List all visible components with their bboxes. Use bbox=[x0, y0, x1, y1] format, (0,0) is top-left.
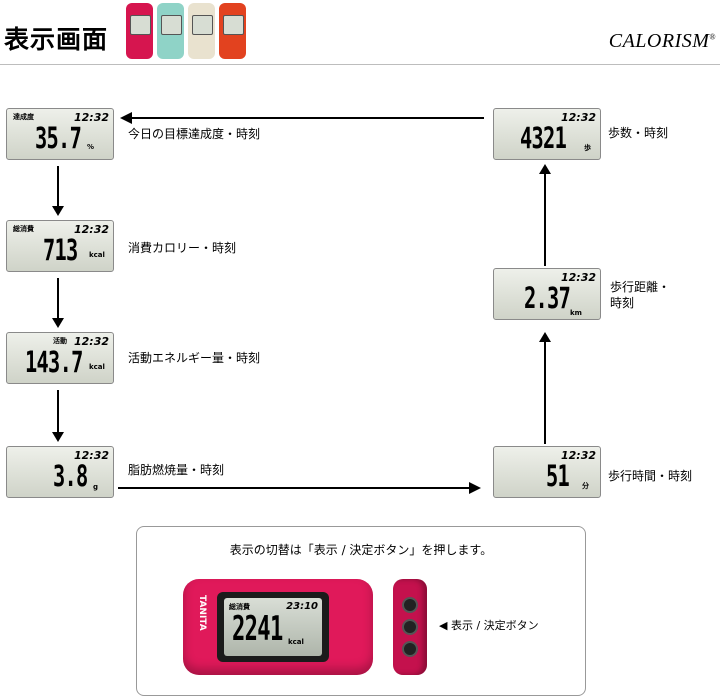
lcd-label: 総消費 bbox=[13, 225, 34, 233]
caption-total-calories: 消費カロリー・時刻 bbox=[128, 241, 237, 255]
caption-walking-time: 歩行時間・時刻 bbox=[608, 469, 693, 483]
switch-instruction: 表示の切替は「表示 / 決定ボタン」を押します。 bbox=[229, 543, 493, 557]
side-button-bottom[interactable] bbox=[402, 641, 418, 657]
device-thumbnail-cream bbox=[188, 3, 215, 59]
lcd-unit: kcal bbox=[89, 251, 105, 259]
lcd-time: 12:32 bbox=[73, 223, 109, 236]
arrow-up-icon bbox=[539, 332, 551, 342]
lcd-unit: 分 bbox=[582, 482, 589, 490]
device-screen-bezel: 総消費 23:10 2241 kcal bbox=[217, 592, 329, 662]
lcd-walking-distance: 12:32 2.37 km bbox=[493, 268, 601, 320]
device-front: TANITA 総消費 23:10 2241 kcal bbox=[183, 579, 373, 675]
lcd-steps: 12:32 4321 歩 bbox=[493, 108, 601, 160]
lcd-value: 3.8 bbox=[53, 459, 88, 493]
caption-steps: 歩数・時刻 bbox=[608, 126, 669, 140]
lcd-walking-time: 12:32 51 分 bbox=[493, 446, 601, 498]
lcd-value: 713 bbox=[43, 233, 78, 267]
caption-achievement: 今日の目標達成度・時刻 bbox=[128, 127, 261, 141]
lcd-label: 活動 bbox=[53, 337, 67, 345]
arrow-up-icon bbox=[539, 164, 551, 174]
device-lcd-unit: kcal bbox=[288, 638, 304, 646]
lcd-fat-burn: 12:32 3.8 g bbox=[6, 446, 114, 498]
arrow-right-icon bbox=[469, 482, 481, 494]
flow-arrow-down-2 bbox=[57, 278, 59, 320]
header-divider bbox=[0, 64, 720, 65]
flow-arrow-right bbox=[118, 487, 470, 489]
lcd-time: 12:32 bbox=[73, 449, 109, 462]
lcd-time: 12:32 bbox=[560, 271, 596, 284]
lcd-time: 12:32 bbox=[73, 111, 109, 124]
brand-logo: CALORISM® bbox=[608, 30, 716, 52]
flow-arrow-up-1 bbox=[544, 342, 546, 444]
lcd-unit: kcal bbox=[89, 363, 105, 371]
arrow-down-icon bbox=[52, 432, 64, 442]
display-enter-button[interactable] bbox=[402, 619, 418, 635]
caption-activity-energy: 活動エネルギー量・時刻 bbox=[128, 351, 261, 365]
button-label: ◀ 表示 / 決定ボタン bbox=[439, 619, 539, 632]
lcd-unit: % bbox=[87, 143, 95, 151]
arrow-down-icon bbox=[52, 318, 64, 328]
device-lcd: 総消費 23:10 2241 kcal bbox=[224, 598, 322, 656]
device-thumbnail-orange bbox=[219, 3, 246, 59]
side-button-top[interactable] bbox=[402, 597, 418, 613]
caption-walking-distance: 歩行距離・ 時刻 bbox=[610, 280, 671, 310]
device-thumbnail-mint bbox=[157, 3, 184, 59]
lcd-value: 4321 bbox=[520, 121, 567, 155]
lcd-unit: 歩 bbox=[584, 144, 591, 152]
lcd-unit: km bbox=[570, 309, 582, 317]
flow-arrow-down-1 bbox=[57, 166, 59, 208]
lcd-time: 12:32 bbox=[560, 449, 596, 462]
device-brand: TANITA bbox=[197, 595, 207, 631]
device-lcd-label: 総消費 bbox=[229, 603, 250, 611]
lcd-time: 12:32 bbox=[73, 335, 109, 348]
arrow-down-icon bbox=[52, 206, 64, 216]
lcd-value: 2.37 bbox=[524, 281, 571, 315]
flow-arrow-left bbox=[132, 117, 484, 119]
flow-arrow-down-3 bbox=[57, 390, 59, 434]
lcd-achievement: 達成度 12:32 35.7 % bbox=[6, 108, 114, 160]
lcd-label: 達成度 bbox=[13, 113, 34, 121]
caption-fat-burn: 脂肪燃焼量・時刻 bbox=[128, 463, 225, 477]
device-thumbnail-red bbox=[126, 3, 153, 59]
device-side bbox=[393, 579, 427, 675]
lcd-total-calories: 総消費 12:32 713 kcal bbox=[6, 220, 114, 272]
lcd-value: 143.7 bbox=[25, 345, 83, 379]
arrow-left-icon bbox=[120, 112, 132, 124]
lcd-activity-energy: 活動 12:32 143.7 kcal bbox=[6, 332, 114, 384]
device-lcd-time: 23:10 bbox=[286, 601, 318, 612]
lcd-value: 35.7 bbox=[35, 121, 82, 155]
lcd-time: 12:32 bbox=[560, 111, 596, 124]
info-panel: 表示の切替は「表示 / 決定ボタン」を押します。 TANITA 総消費 23:1… bbox=[136, 526, 586, 696]
lcd-unit: g bbox=[93, 483, 99, 491]
lcd-value: 51 bbox=[546, 459, 570, 493]
flow-arrow-up-2 bbox=[544, 174, 546, 266]
page-title: 表示画面 bbox=[4, 25, 109, 54]
device-lcd-value: 2241 bbox=[232, 609, 283, 649]
